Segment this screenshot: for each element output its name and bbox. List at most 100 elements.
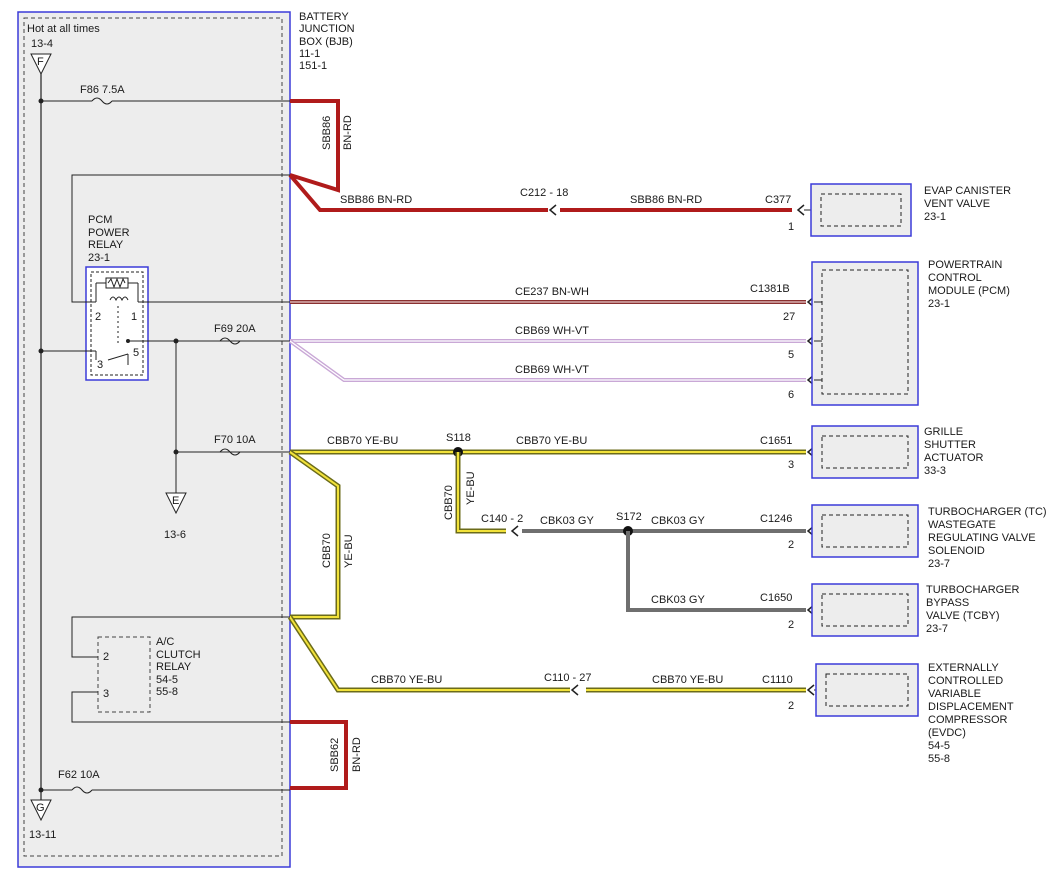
wire-label: SBB86 BN-RD [630,194,702,206]
component-inner [825,673,909,707]
component-label: CONTROLLED [928,675,1003,687]
bjb-inner-border [23,17,283,857]
connector-c110: C110 - 27 [544,672,592,684]
bjb-ref: 11-1 [299,48,320,60]
connector-c1651: C1651 [760,435,792,447]
component-label: REGULATING VALVE [928,532,1036,544]
pin-label: 2 [103,651,109,663]
wire-sbb86-label: SBB86 [321,116,333,150]
wire-label: SBB86 BN-RD [340,194,412,206]
component-label: COMPRESSOR [928,714,1008,726]
pin-label: 1 [788,221,794,233]
connector-c1246: C1246 [760,513,792,525]
component-label: SOLENOID [928,545,985,557]
bjb-title: BATTERY JUNCTION BOX (BJB) 11-1 151-1 [299,11,355,72]
ref-bottom: 13-11 [29,829,56,841]
component-label: DISPLACEMENT [928,701,1014,713]
wire-label: CBB70 YE-BU [652,674,723,686]
ref-top: 13-4 [31,38,53,50]
fuse-f86-label: F86 7.5A [80,84,125,96]
component-label: EVAP CANISTER [924,185,1011,197]
pin-label: 3 [788,459,794,471]
relay-ref: 54-5 [156,674,178,686]
component-label: WASTEGATE [928,519,996,531]
wire-bnrd-label: BN-RD [351,737,363,772]
wire [71,691,290,723]
connector-arrow [548,204,557,216]
relay-label: RELAY [88,239,124,251]
wire-sbb62-loop [290,720,348,790]
relay-label: POWER [88,227,130,239]
component-label: (EVDC) [928,727,966,739]
component-ref: 33-3 [924,465,946,477]
pin-label: 2 [788,539,794,551]
bjb-title-line: BOX (BJB) [299,36,353,48]
relay-label: A/C [156,636,174,648]
pin-label: 2 [788,700,794,712]
relay-ref: 23-1 [88,252,110,264]
wire-label: CE237 BN-WH [515,286,589,298]
connector-arrow [796,204,805,216]
relay-label: RELAY [156,661,192,673]
wire-stripe [289,340,806,381]
relay-switch [107,353,129,361]
wire [71,174,290,303]
wire-label: CBK03 GY [540,515,594,527]
fuse-f69 [219,337,241,345]
connector-c140: C140 - 2 [481,513,523,525]
pin-label: 5 [133,347,139,359]
evdc-compressor [815,663,919,717]
splice-label: S172 [616,511,642,523]
bjb-ref: 151-1 [299,60,327,72]
node-f-label: F [37,56,44,68]
component-inner [821,269,909,395]
relay-ref: 55-8 [156,686,178,698]
wire [71,616,290,658]
node-e-label: E [172,495,179,507]
component-label: ACTUATOR [924,452,984,464]
powertrain-control-module [811,261,919,406]
component-ref: 23-7 [928,558,950,570]
relay-label: CLUTCH [156,649,201,661]
component-label: BYPASS [926,597,969,609]
component-inner [821,593,909,627]
pin-label: 2 [788,619,794,631]
pin-label: 1 [131,311,137,323]
wire-label: CBK03 GY [651,594,705,606]
bjb-title-line: BATTERY [299,11,349,23]
pin-label: 3 [97,359,103,371]
wire-sbb86-loop [289,99,340,193]
component-label: TURBOCHARGER [926,584,1020,596]
splice-label: S118 [446,432,471,444]
connector-c1650: C1650 [760,592,792,604]
component-ref: 23-7 [926,623,948,635]
node-f-triangle [30,53,52,76]
wire-label: CBB69 WH-VT [515,364,589,376]
wire-label: CBB70 [321,533,333,568]
fuse-f62 [71,786,93,794]
component-inner [821,514,909,548]
component-label: VALVE (TCBY) [926,610,1000,622]
fuse-f69-label: F69 20A [214,323,256,335]
evap-canister-vent-valve [810,183,912,237]
connector-arrow [806,684,815,696]
fuse-f70 [219,448,241,456]
wire-label: CBB69 WH-VT [515,325,589,337]
wire-label: CBB70 [443,485,455,520]
bjb-title-line: JUNCTION [299,23,355,35]
wire-label: YE-BU [343,534,355,568]
relay-label: PCM [88,214,112,226]
coil-winding [109,296,129,302]
component-ref: 55-8 [928,753,950,765]
connector-c377: C377 [765,194,791,206]
wire-stripe [289,451,339,618]
turbocharger-wastegate-solenoid [811,504,919,558]
component-ref: 23-1 [928,298,950,310]
pin-label: 2 [95,311,101,323]
bjb-box [17,11,291,868]
connector-c1110: C1110 [762,674,793,686]
relay-inner [90,271,144,376]
connector-arrow [510,525,519,537]
node-g-label: G [36,802,45,814]
